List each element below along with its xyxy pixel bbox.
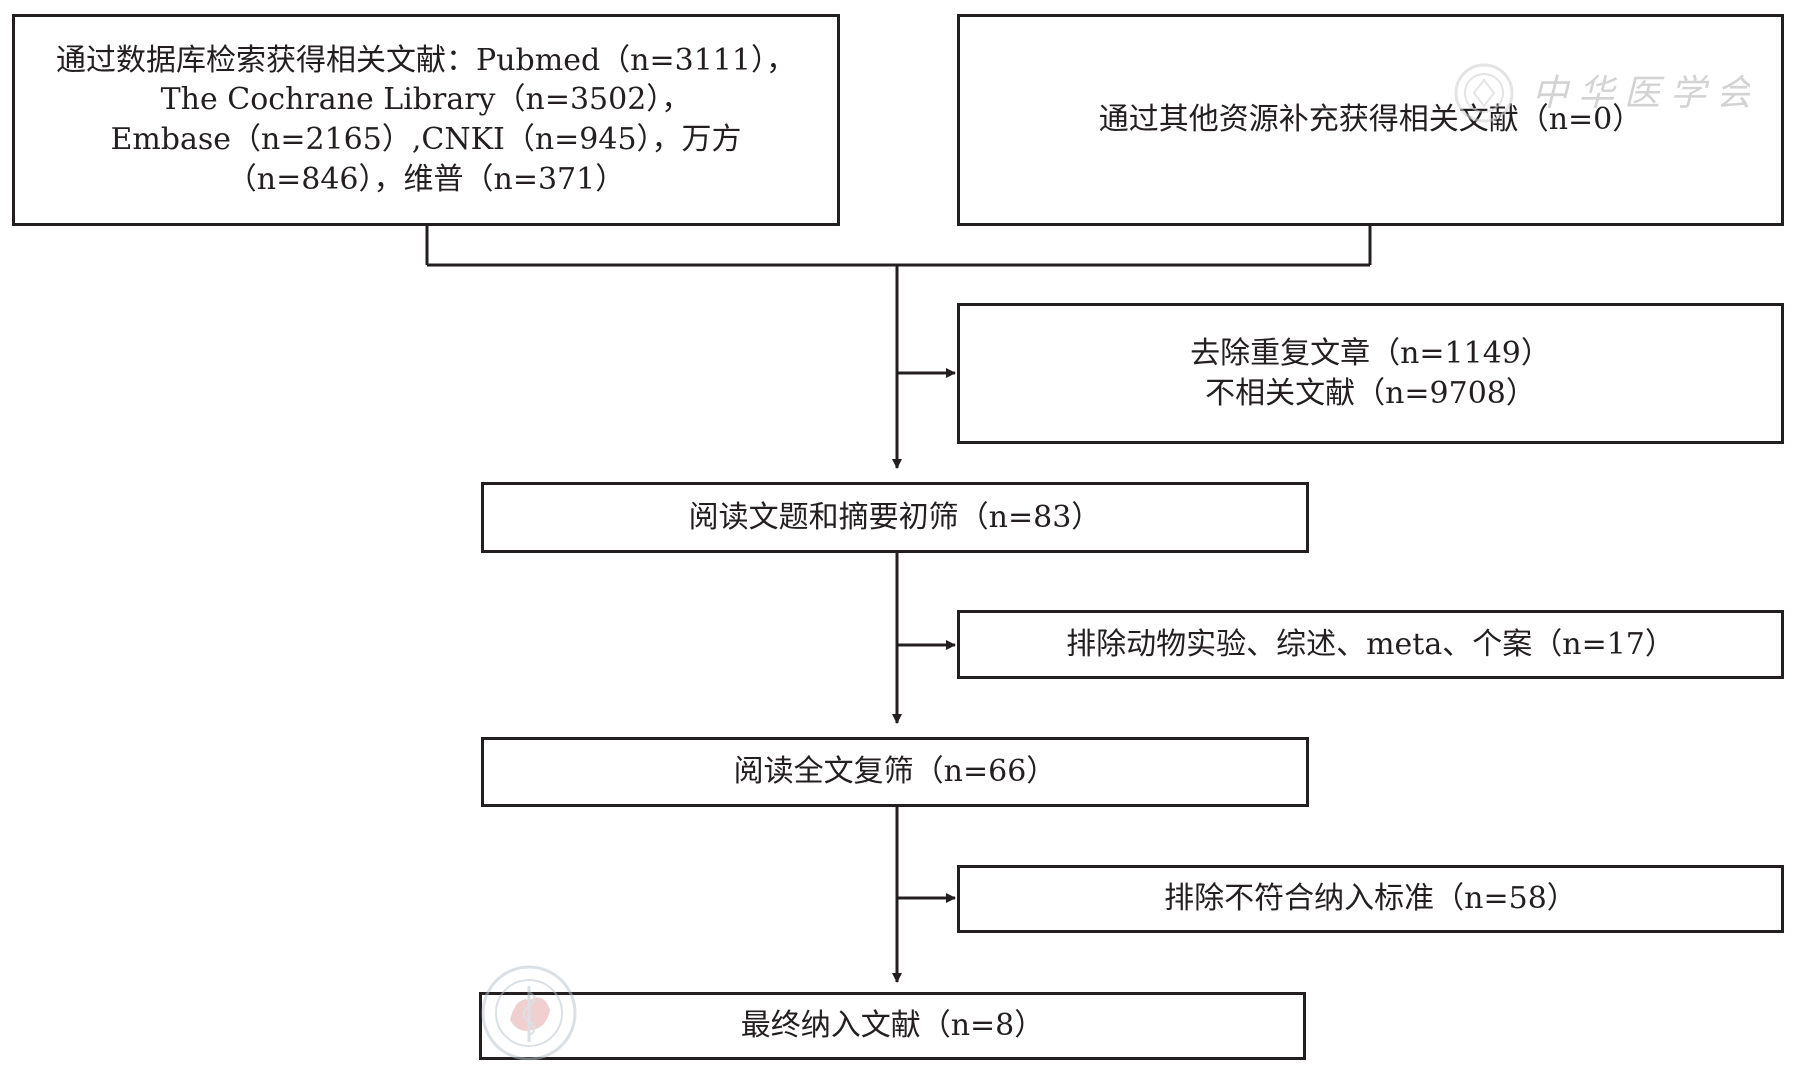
title-abstract-screen-line: 阅读文题和摘要初筛（n=83）: [688, 499, 1102, 535]
database-search-line-4: （n=846），维普（n=371）: [226, 161, 626, 197]
other-sources-line-1: 通过其他资源补充获得相关文献（n=0）: [1098, 102, 1643, 138]
fulltext-screen-line: 阅读全文复筛（n=66）: [733, 754, 1057, 790]
database-search-box: 通过数据库检索获得相关文献：Pubmed（n=3111）， The Cochra…: [12, 14, 840, 226]
fulltext-screen-box: 阅读全文复筛（n=66）: [481, 737, 1309, 807]
excluded-study-types-line: 排除动物实验、综述、meta、个案（n=17）: [1066, 626, 1675, 662]
database-search-line-1: 通过数据库检索获得相关文献：Pubmed（n=3111），: [56, 42, 796, 78]
other-sources-box: 通过其他资源补充获得相关文献（n=0）: [957, 14, 1784, 226]
title-abstract-screen-box: 阅读文题和摘要初筛（n=83）: [481, 482, 1309, 553]
database-search-line-2: The Cochrane Library（n=3502），: [160, 82, 692, 118]
final-included-box: 最终纳入文献（n=8）: [479, 992, 1306, 1060]
removed-duplicates-line: 去除重复文章（n=1149）: [1190, 335, 1551, 371]
database-search-line-3: Embase（n=2165）,CNKI（n=945），万方: [110, 122, 742, 157]
excluded-criteria-box: 排除不符合纳入标准（n=58）: [957, 865, 1784, 933]
excluded-criteria-line: 排除不符合纳入标准（n=58）: [1164, 881, 1577, 917]
excluded-study-types-box: 排除动物实验、综述、meta、个案（n=17）: [957, 610, 1784, 679]
removed-irrelevant-line: 不相关文献（n=9708）: [1205, 375, 1536, 411]
removed-records-box: 去除重复文章（n=1149） 不相关文献（n=9708）: [957, 303, 1784, 444]
final-included-line: 最终纳入文献（n=8）: [740, 1008, 1045, 1044]
